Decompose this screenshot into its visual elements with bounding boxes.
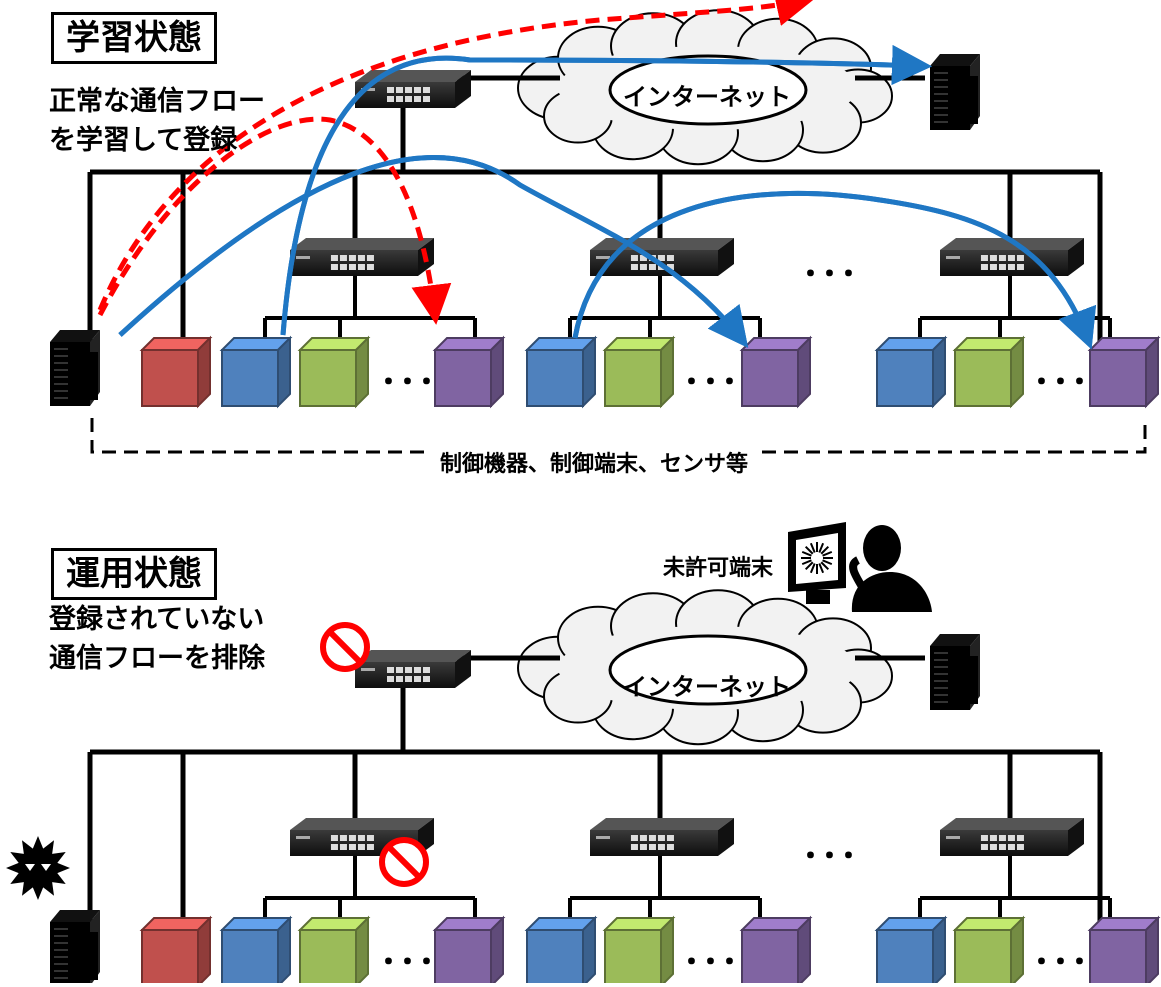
remote-server [930, 634, 980, 710]
operation-desc-line-2: 通信フローを排除 [49, 643, 265, 674]
internet-cloud [517, 589, 893, 746]
core-switch [355, 650, 471, 688]
learning-diagram [50, 9, 1161, 454]
device-9 [1087, 335, 1161, 409]
core-switch [355, 70, 471, 108]
device-8 [952, 915, 1026, 987]
device-6 [739, 915, 813, 987]
device-5 [602, 915, 676, 987]
device-group-label: 制御機器、制御端末、センサ等 [430, 446, 759, 478]
blocked-flow-to-unauthorized [97, 0, 816, 311]
device-7 [874, 335, 948, 409]
device-5 [602, 335, 676, 409]
internet-label: インターネット [623, 83, 791, 111]
flow-device-to-remote [280, 45, 932, 336]
screen-burst-icon [801, 542, 833, 574]
internet-label-operation: インターネット [623, 673, 791, 701]
learning-title: 学習状態 [51, 12, 217, 64]
device-ellipsis-op-3: ･･･ [1033, 943, 1090, 983]
local-server [50, 910, 100, 986]
device-8 [952, 335, 1026, 409]
device-3 [432, 335, 506, 409]
prohibited-sign-1 [320, 622, 370, 672]
device-4 [524, 915, 598, 987]
operation-title: 運用状態 [51, 548, 217, 600]
edge-switch-0 [290, 238, 434, 276]
unauthorized-terminal [788, 522, 846, 604]
switch-ellipsis-operation: ･･･ [802, 837, 859, 877]
device-0 [139, 335, 213, 409]
device-4 [524, 335, 598, 409]
blocked-flow-to-purple [97, 116, 452, 325]
flow-server-to-purple [118, 155, 749, 348]
flow-group2-to-group3 [572, 190, 1097, 350]
remote-server [930, 54, 980, 130]
device-ellipsis-3: ･･･ [1033, 363, 1090, 403]
device-2 [297, 335, 371, 409]
learning-desc-line-1: 正常な通信フロー [49, 86, 265, 117]
prohibited-sign-2 [379, 837, 429, 887]
virus-icon [6, 836, 70, 900]
device-1 [219, 915, 293, 987]
operation-desc-line-1: 登録されていない [49, 604, 265, 635]
device-0 [139, 915, 213, 987]
device-2 [297, 915, 371, 987]
local-server [50, 330, 100, 406]
device-ellipsis-1: ･･･ [380, 363, 437, 403]
edge-switch-1 [590, 818, 734, 856]
device-1 [219, 335, 293, 409]
device-ellipsis-op-1: ･･･ [380, 943, 437, 983]
switch-ellipsis: ･･･ [802, 255, 859, 295]
device-6 [739, 335, 813, 409]
device-ellipsis-op-2: ･･･ [683, 943, 740, 983]
device-7 [874, 915, 948, 987]
edge-switch-2 [940, 818, 1084, 856]
device-ellipsis-2: ･･･ [683, 363, 740, 403]
device-3 [432, 915, 506, 987]
attacker-icon [849, 525, 932, 612]
unauthorized-terminal-label: 未許可端末 [663, 556, 774, 581]
learning-desc-line-2: を学習して登録 [49, 125, 238, 156]
operation-diagram [6, 0, 1161, 987]
device-9 [1087, 915, 1161, 987]
